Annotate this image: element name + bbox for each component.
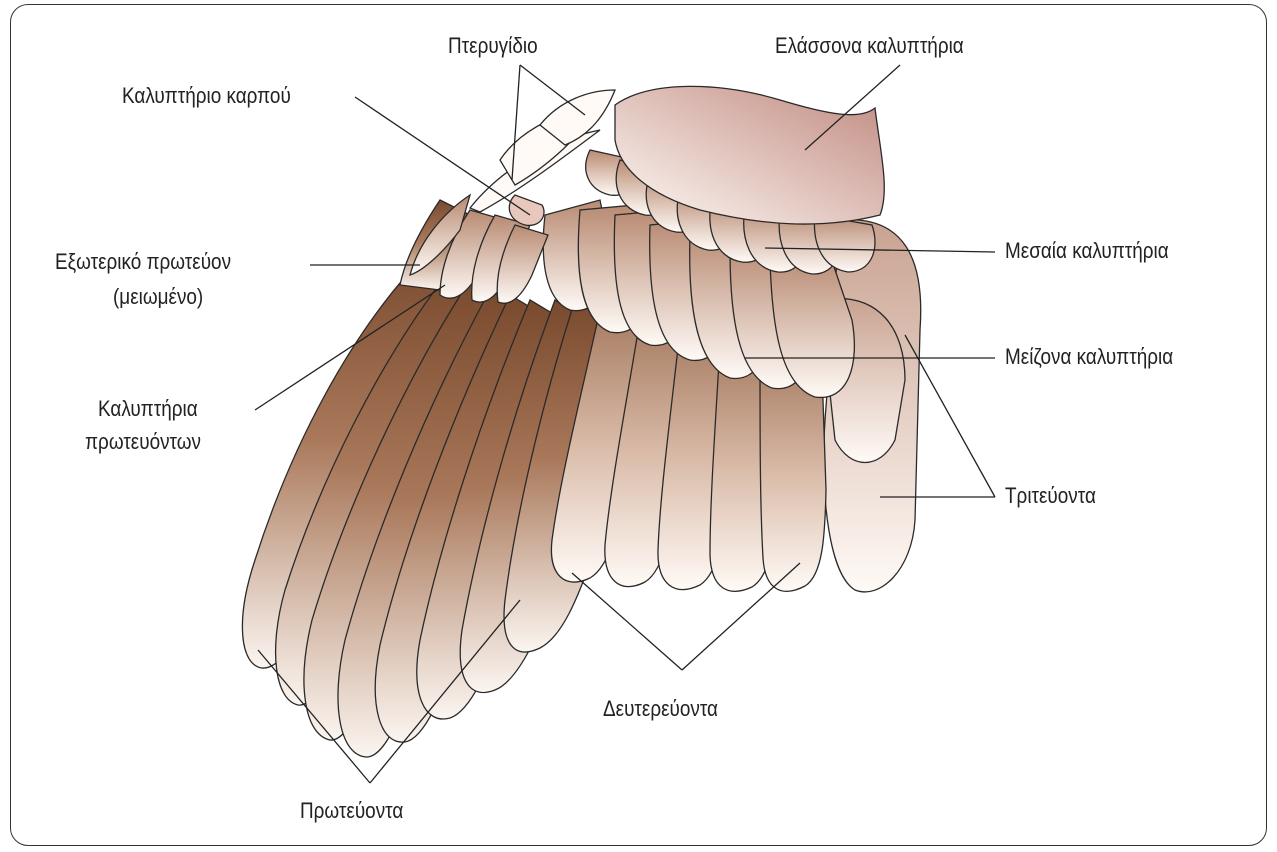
label-pterygidio: Πτερυγίδιο (448, 32, 538, 61)
label-outer-primary-line2: (μειωμένο) (113, 283, 203, 312)
label-secondaries: Δευτερεύοντα (603, 695, 718, 724)
label-primary-coverts-line2: πρωτευόντων (85, 428, 201, 457)
label-tertials: Τριτεύοντα (1005, 482, 1096, 511)
label-outer-primary-line1: Εξωτερικό πρωτεύον (55, 248, 231, 277)
label-median-coverts: Μεσαία καλυπτήρια (1005, 237, 1169, 266)
label-greater-coverts: Μείζονα καλυπτήρια (1005, 343, 1173, 372)
label-primary-coverts-line1: Καλυπτήρια (98, 395, 198, 424)
label-primaries: Πρωτεύοντα (300, 797, 403, 826)
label-carpal-covert: Καλυπτήριο καρπού (122, 82, 291, 111)
label-lesser-coverts: Ελάσσονα καλυπτήρια (775, 32, 964, 61)
